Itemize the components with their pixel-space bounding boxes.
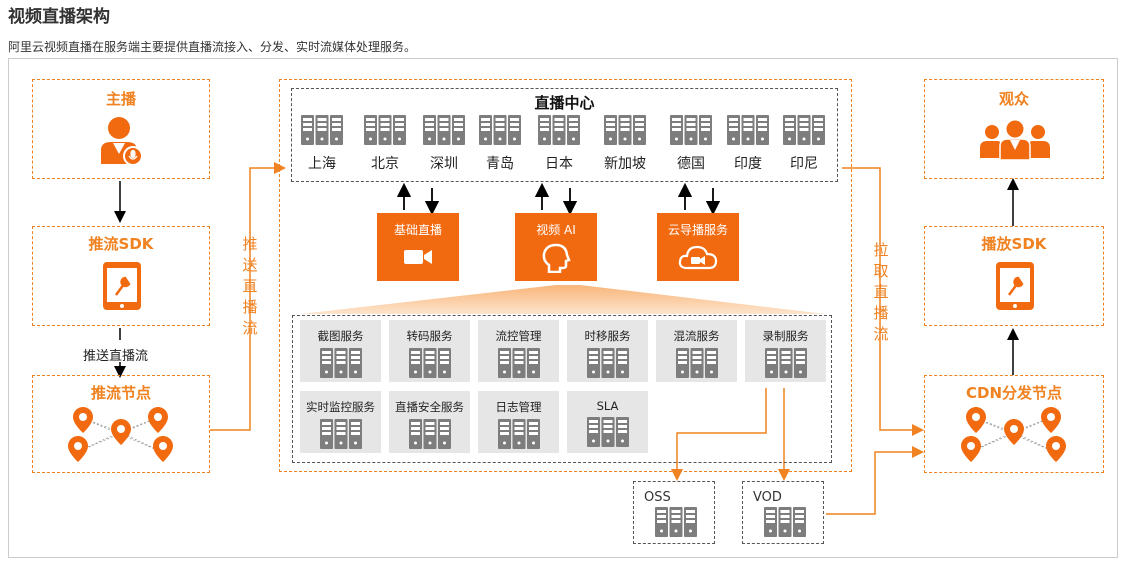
server-icon <box>409 348 451 378</box>
video-camera-icon <box>404 250 432 264</box>
push-node-box: 推流节点 <box>32 375 210 473</box>
diagram-frame <box>8 58 1118 558</box>
live-platform-box <box>279 79 852 472</box>
server-icon <box>498 419 540 449</box>
server-icon <box>538 115 580 145</box>
vod-storage-box: VOD <box>742 481 824 544</box>
page-title: 视频直播架构 <box>8 7 110 27</box>
location-pin-icon <box>73 407 93 433</box>
oss-storage-box: OSS <box>633 481 715 544</box>
server-icon <box>676 348 718 378</box>
server-icon <box>587 348 629 378</box>
server-icon <box>364 115 406 145</box>
location-pin-icon <box>68 436 88 462</box>
city-item: 印尼 <box>781 115 827 173</box>
location-pin-icon <box>961 436 981 462</box>
cdn-node-box: CDN分发节点 <box>924 375 1104 473</box>
server-icon <box>783 115 825 145</box>
service-card[interactable]: 实时监控服务 <box>300 391 381 453</box>
service-card[interactable]: 日志管理 <box>478 391 559 453</box>
location-pin-icon <box>111 419 131 445</box>
anchor-person-icon <box>101 117 143 166</box>
play-sdk-title: 播放SDK <box>981 235 1047 253</box>
head-profile-icon <box>542 243 571 274</box>
city-item: 北京 <box>362 115 408 173</box>
audience-group-icon <box>980 120 1050 160</box>
location-pin-icon <box>1046 436 1066 462</box>
oss-label: OSS <box>644 490 671 505</box>
city-item: 青岛 <box>477 115 523 173</box>
server-icon <box>301 115 343 145</box>
cdn-node-title: CDN分发节点 <box>965 384 1062 402</box>
phone-wrench-icon <box>996 262 1034 310</box>
push-node-title: 推流节点 <box>90 384 151 402</box>
city-item: 印度 <box>725 115 771 173</box>
live-center-title: 直播中心 <box>534 94 595 112</box>
service-card[interactable]: 流控管理 <box>478 320 559 382</box>
service-card[interactable]: 时移服务 <box>567 320 648 382</box>
audience-title: 观众 <box>998 90 1029 108</box>
city-item: 深圳 <box>421 115 467 173</box>
ai-fan-shape <box>300 285 826 314</box>
server-icon <box>587 417 629 447</box>
phone-wrench-icon <box>103 262 141 310</box>
location-pin-icon <box>1041 407 1061 433</box>
server-icon <box>320 419 362 449</box>
anchor-title: 主播 <box>105 90 136 108</box>
service-card[interactable]: 混流服务 <box>656 320 737 382</box>
push-flow-label: 推送直播流 <box>242 235 258 337</box>
service-card[interactable]: 截图服务 <box>300 320 381 382</box>
page-description: 阿里云视频直播在服务端主要提供直播流接入、分发、实时流媒体处理服务。 <box>8 40 417 54</box>
pull-flow-label: 拉取直播流 <box>873 241 889 343</box>
play-sdk-box: 播放SDK <box>924 226 1104 326</box>
location-pin-icon <box>966 407 986 433</box>
location-pin-icon <box>148 407 168 433</box>
service-card[interactable]: SLA <box>567 391 648 453</box>
vod-to-cdn-connector <box>826 446 924 515</box>
basic-live-button[interactable]: 基础直播 <box>377 213 459 281</box>
server-icon <box>765 348 807 378</box>
server-icon <box>655 507 697 537</box>
anchor-box: 主播 <box>32 79 210 179</box>
city-item: 上海 <box>299 115 345 173</box>
vod-label: VOD <box>753 490 782 505</box>
video-ai-button[interactable]: 视频 AI <box>515 213 597 281</box>
pull-flow-connector <box>842 167 924 436</box>
server-icon <box>498 348 540 378</box>
server-icon <box>320 348 362 378</box>
push-sdk-box: 推流SDK <box>32 226 210 326</box>
cloud-camera-icon <box>678 245 718 270</box>
live-center-box: 直播中心 上海 北京 深圳 青岛 日本 新加坡 德国 印度 印尼 <box>291 88 838 182</box>
service-card-recording[interactable]: 录制服务 <box>745 320 826 382</box>
push-stream-label: 推送直播流 <box>83 349 149 364</box>
record-to-oss-connector <box>671 388 767 481</box>
city-item: 日本 <box>536 115 582 173</box>
push-flow-connector <box>210 162 286 431</box>
services-box <box>292 315 832 463</box>
server-icon <box>423 115 465 145</box>
server-icon <box>727 115 769 145</box>
service-card[interactable]: 转码服务 <box>389 320 470 382</box>
server-icon <box>764 507 806 537</box>
server-icon <box>604 115 646 145</box>
audience-box: 观众 <box>924 79 1104 179</box>
city-item: 新加坡 <box>597 115 653 173</box>
push-sdk-title: 推流SDK <box>88 235 154 253</box>
location-pin-icon <box>1004 419 1024 445</box>
service-card[interactable]: 直播安全服务 <box>389 391 470 453</box>
server-icon <box>409 419 451 449</box>
city-item: 德国 <box>668 115 714 173</box>
server-icon <box>479 115 521 145</box>
location-pin-icon <box>153 436 173 462</box>
cloud-director-button[interactable]: 云导播服务 <box>657 213 739 281</box>
server-icon <box>670 115 712 145</box>
